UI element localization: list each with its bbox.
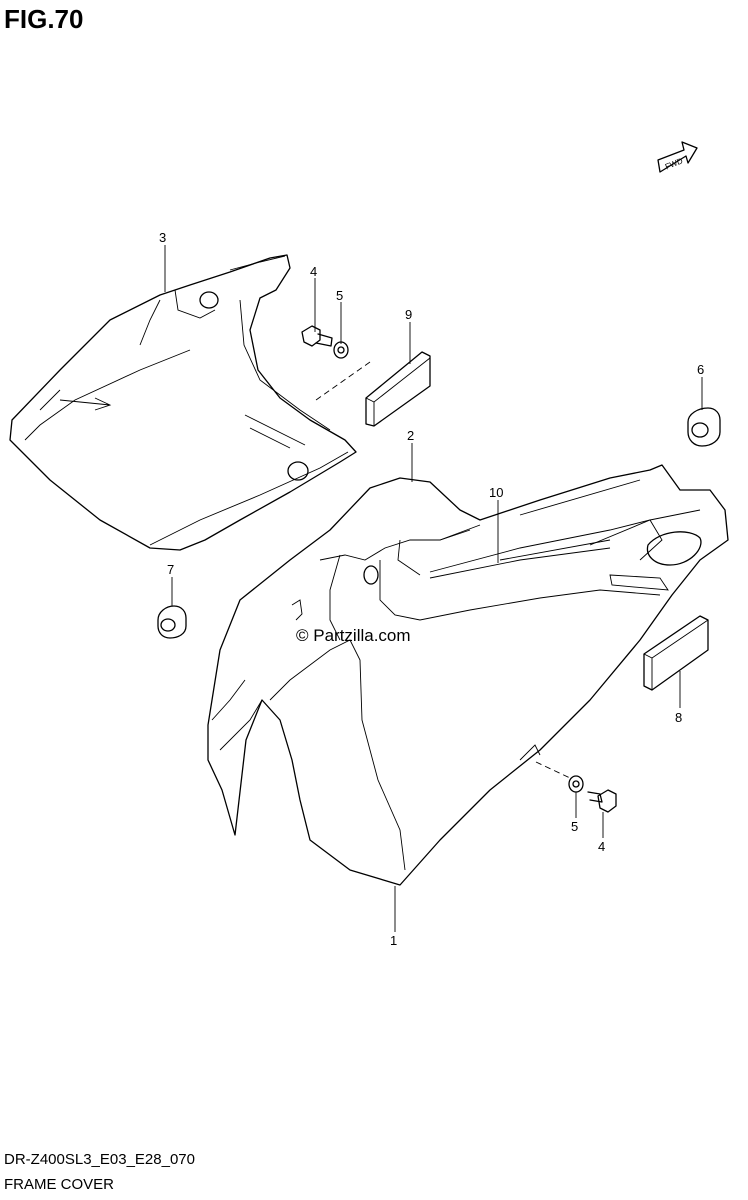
part-6-grommet [687, 407, 721, 447]
assembly-line-lower [535, 761, 571, 779]
callout-5-lower: 5 [571, 819, 579, 834]
assembly-line-upper [315, 361, 371, 401]
part-8-cushion [365, 351, 431, 427]
leader-lines [164, 245, 703, 932]
callout-1: 1 [390, 933, 398, 948]
figure-title: FIG.70 [4, 4, 84, 34]
callout-4-upper: 4 [310, 264, 318, 279]
fwd-arrow-icon: FWD [657, 141, 698, 173]
part-9-cushion [643, 615, 709, 691]
part-5-washer-lower [568, 775, 584, 793]
callout-4-lower: 4 [598, 839, 606, 854]
callout-9: 8 [675, 710, 683, 725]
section-name: FRAME COVER [4, 1176, 115, 1193]
part-5-washer-upper [333, 341, 349, 359]
callout-8: 9 [405, 307, 413, 322]
callout-7: 7 [167, 562, 175, 577]
part-7-grommet [157, 605, 187, 639]
part-4-bolt-upper [301, 325, 333, 347]
part-4-bolt-lower [587, 789, 617, 813]
part-1-2-main-frame-cover [207, 464, 729, 886]
callout-6: 6 [697, 362, 705, 377]
callout-10: 10 [489, 485, 504, 500]
part-3-left-frame-cover [9, 254, 357, 551]
callout-5-upper: 5 [336, 288, 344, 303]
callout-2: 2 [407, 428, 415, 443]
watermark: © Partzilla.com [296, 626, 411, 645]
model-code: DR-Z400SL3_E03_E28_070 [4, 1151, 195, 1168]
callout-3: 3 [159, 230, 167, 245]
